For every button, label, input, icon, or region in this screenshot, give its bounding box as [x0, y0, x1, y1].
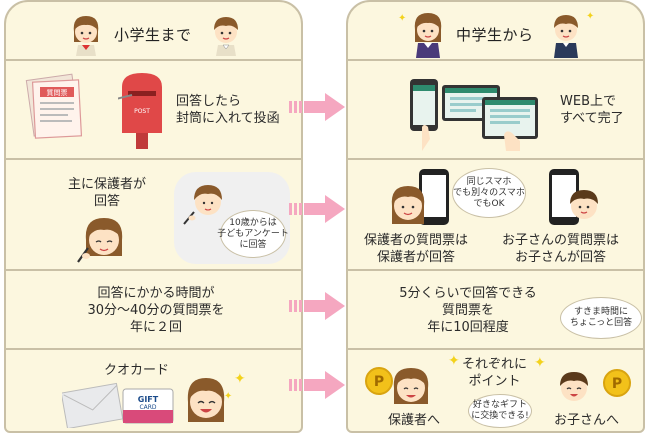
form-label: 質問票 — [47, 88, 68, 97]
left-row3-text: 回答にかかる時間が 30分～40分の質問票を 年に２回 — [87, 286, 225, 335]
parent-icon — [391, 186, 425, 224]
boy-student-icon — [214, 17, 238, 56]
right-row-web: WEB上で すべて完了 — [348, 59, 643, 159]
left-row-mail: 質問票 POST 回答したら 封筒に入れて投函 — [6, 59, 301, 159]
right-row3-text: 5分くらいで回答できる 質問票を 年に10回程度 — [399, 286, 537, 335]
child-answer-text: お子さんの質問票は お子さんが回答 — [502, 233, 620, 265]
left-header: 小学生まで — [6, 2, 301, 60]
same-phone-bubble: 同じスマホ でも別々のスマホ でもOK — [452, 168, 526, 218]
left-row1-text: 回答したら 封筒に入れて投函 — [176, 94, 280, 126]
left-row-frequency: 回答にかかる時間が 30分～40分の質問票を 年に２回 — [6, 269, 301, 349]
arrow-icon — [289, 93, 345, 121]
child-survey-bubble: 10歳からは 子どもアンケート に回答 — [217, 210, 289, 258]
right-row-respondent: 同じスマホ でも別々のスマホ でもOK 保護者の質問票は 保護者が回答 お子さん… — [348, 158, 643, 270]
sparkle-icon: ✦ — [224, 391, 233, 402]
left-panel: 小学生まで 質問票 POST 回答したら — [4, 0, 303, 433]
quo-card-label: クオカード — [104, 363, 170, 378]
smartphone-icon — [419, 169, 449, 225]
child-icon — [570, 190, 598, 219]
child-icon — [560, 372, 588, 401]
sparkle-icon: ✦ — [534, 355, 546, 371]
point-coin-icon: P — [365, 367, 393, 395]
arrow-icon — [289, 195, 345, 223]
left-row-reward: クオカード GIFT CARD ✦ ✦ — [6, 348, 301, 431]
sparkle-icon: ✦ — [398, 13, 407, 24]
boy-student-icon — [554, 15, 578, 58]
parent-reward-label: 保護者へ — [388, 413, 441, 428]
envelope-icon — [62, 382, 124, 428]
parent-answer-text: 保護者の質問票は 保護者が回答 — [364, 233, 469, 265]
left-row-respondent: 主に保護者が 回答 10歳からは 子どもアンケート に回答 — [6, 158, 301, 270]
parent-writing-icon — [77, 218, 123, 263]
smartphone-icon — [549, 169, 579, 225]
arrow-icon — [289, 371, 345, 399]
post-box-icon: POST — [118, 73, 162, 149]
arrow-icon — [289, 292, 345, 320]
happy-parent-icon — [187, 378, 225, 422]
gift-card-subtext: CARD — [139, 404, 156, 411]
sparkle-icon: ✦ — [586, 11, 595, 22]
girl-student-icon — [414, 13, 442, 58]
girl-student-icon — [73, 16, 99, 56]
gift-card-text: GIFT — [138, 395, 159, 404]
parent-icon — [393, 368, 429, 404]
gift-exchange-bubble: 好きなギフト に交換できる! — [468, 394, 532, 428]
svg-text:P: P — [612, 376, 622, 392]
right-row-frequency: 5分くらいで回答できる 質問票を 年に10回程度 すきま時間に ちょこっと回答 — [348, 269, 643, 349]
left-row2-text: 主に保護者が 回答 — [68, 177, 147, 209]
sparkle-icon: ✦ — [234, 371, 246, 387]
spare-time-bubble: すきま時間に ちょこっと回答 — [560, 297, 642, 339]
child-writing-icon — [183, 185, 222, 225]
right-row1-text: WEB上で すべて完了 — [560, 94, 624, 126]
svg-text:P: P — [374, 374, 384, 390]
right-header: ✦ 中学生から ✦ — [348, 2, 643, 60]
post-label: POST — [134, 108, 150, 115]
left-title: 小学生まで — [114, 26, 192, 44]
gift-card-icon: GIFT CARD — [122, 388, 174, 424]
questionnaire-form-icon: 質問票 — [25, 73, 83, 139]
right-panel: ✦ 中学生から ✦ WEB上で — [346, 0, 645, 433]
child-reward-label: お子さんへ — [554, 413, 620, 428]
points-text: それぞれに ポイント — [462, 357, 528, 389]
right-row-reward: P 保護者へ それぞれに ポイント ✦ 好きなギフト に交換できる! ✦ — [348, 348, 643, 431]
web-devices-icon — [410, 79, 538, 151]
sparkle-icon: ✦ — [448, 353, 460, 369]
right-title: 中学生から — [456, 26, 534, 44]
point-coin-icon: P — [603, 369, 631, 397]
